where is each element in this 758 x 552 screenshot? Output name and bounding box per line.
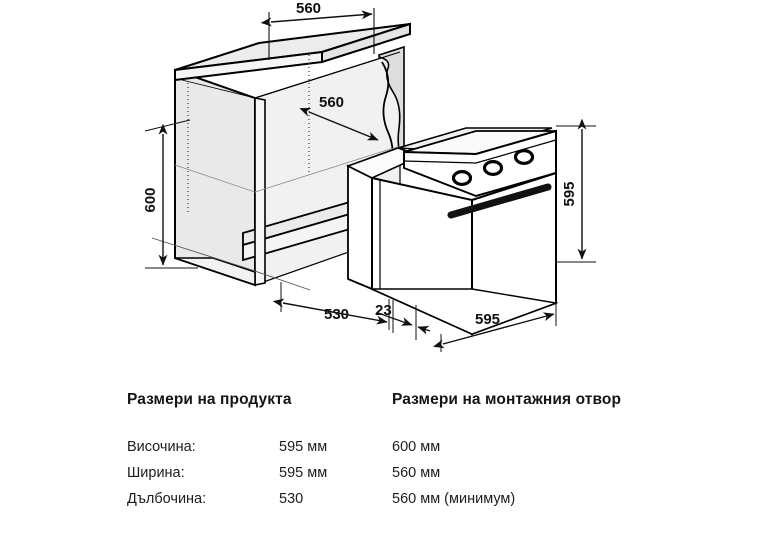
cavity-value-height: 600 мм: [392, 438, 441, 455]
oven-knob-3-icon[interactable]: [513, 149, 535, 166]
row-label-depth: Дълбочина:: [127, 490, 207, 507]
row-label-width: Ширина:: [127, 464, 185, 481]
dimension-oven-height: 595: [556, 118, 596, 263]
cabinet-floor-line-left: [151, 237, 247, 269]
cavity-value-width: 560 мм: [392, 464, 441, 481]
oven-unit-drawing: [345, 127, 559, 336]
dim-line-cabinet-depth: [299, 108, 379, 141]
table-row: Ширина: 595 мм: [127, 460, 392, 486]
oven-left-side-panel: [347, 164, 373, 291]
dim-line-door-thickness: [377, 312, 413, 326]
table-row: Дълбочина: 530: [127, 486, 392, 512]
row-label-height: Височина:: [127, 438, 196, 455]
cabinet-top-slab-right-edge: [321, 22, 411, 64]
diagram-svg: 560 560 600: [142, 0, 596, 352]
dimension-oven-depth: 530: [272, 282, 390, 330]
cavity-value-depth: 560 мм (минимум): [392, 490, 516, 507]
cabinet-ceiling-line: [254, 51, 401, 99]
dimension-oven-width: 595: [432, 303, 557, 352]
dimension-cabinet-depth: 560: [299, 94, 379, 141]
product-dimensions-rows: Височина: 595 мм Ширина: 595 мм Дълбочина:…: [127, 434, 392, 512]
dim-label-oven-depth: 530: [324, 306, 349, 323]
cabinet-front-left-post: [254, 97, 266, 286]
oven-control-panel-seam: [403, 160, 477, 164]
cabinet-floor-line-bottom: [245, 267, 311, 291]
dim-label-door-thickness: 23: [375, 302, 392, 319]
specification-tables: Размери на продукта Височина: 595 мм Шири…: [0, 380, 758, 552]
row-value-depth: 530: [279, 490, 304, 507]
dim-label-cabinet-width: 560: [296, 0, 321, 17]
oven-door-handle[interactable]: [447, 183, 552, 219]
cabinet-interior-line-a: [174, 164, 256, 193]
oven-control-panel-seam-right: [475, 139, 557, 164]
product-dimensions-heading: Размери на продукта: [127, 391, 292, 408]
product-dimensions-table: Размери на продукта Височина: 595 мм Шири…: [127, 380, 392, 512]
cabinet-plinth: [174, 257, 256, 287]
table-row: Височина: 595 мм: [127, 434, 392, 460]
dim-line-oven-depth: [272, 298, 388, 325]
dim-label-cabinet-height: 600: [142, 187, 159, 212]
dim-line-door-thickness-tick: [417, 326, 431, 335]
cavity-dimensions-heading: Размери на монтажния отвор: [392, 391, 622, 408]
dimension-diagram: 560 560 600: [142, 0, 596, 352]
table-row: 600 мм: [392, 434, 682, 460]
dim-label-oven-height: 595: [561, 181, 578, 206]
cavity-dimensions-table: Размери на монтажния отвор 600 мм 560 мм…: [392, 380, 682, 512]
dim-line-cabinet-width: [260, 10, 373, 27]
dim-label-oven-width: 595: [475, 311, 500, 328]
oven-knob-1-icon[interactable]: [451, 170, 473, 187]
table-row: 560 мм (минимум): [392, 486, 682, 512]
row-value-height: 595 мм: [279, 438, 328, 455]
dim-line-oven-width: [432, 312, 555, 349]
cabinet-interior-line-b: [254, 145, 401, 193]
dim-label-cabinet-depth: 560: [319, 94, 344, 111]
oven-knob-2-icon[interactable]: [482, 160, 504, 177]
dimension-cabinet-width: 560: [260, 0, 375, 60]
cabinet-ceiling-left-line: [181, 79, 256, 99]
ext-line-cabinet-height-top: [144, 119, 191, 132]
dimension-oven-door-thickness: 23: [375, 300, 431, 340]
row-value-width: 595 мм: [279, 464, 328, 481]
table-row: 560 мм: [392, 460, 682, 486]
cavity-dimensions-rows: 600 мм 560 мм 560 мм (минимум): [392, 434, 682, 512]
dimension-cabinet-height: 600: [142, 119, 198, 269]
